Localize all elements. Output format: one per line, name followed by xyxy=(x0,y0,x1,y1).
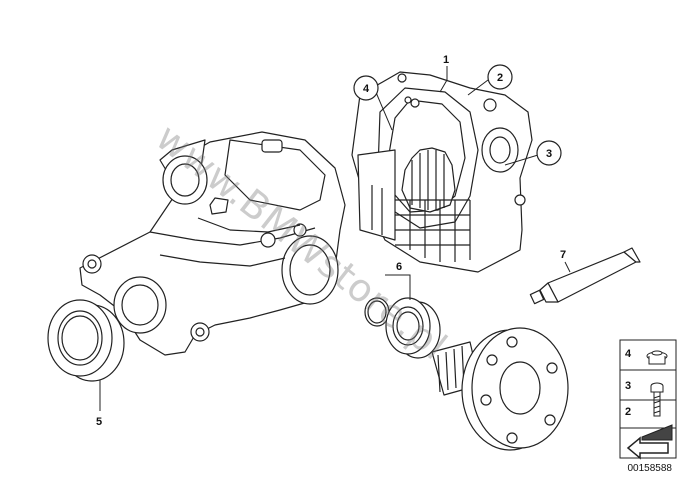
legend-label-4: 4 xyxy=(625,348,632,360)
callout-6: 6 xyxy=(396,261,402,273)
leader-lines xyxy=(99,66,571,411)
callout-1: 1 xyxy=(443,54,449,66)
callout-4: 4 xyxy=(353,75,379,101)
catalog-number: 00158588 xyxy=(627,463,673,474)
callout-5: 5 xyxy=(96,416,102,428)
output-flange xyxy=(431,327,569,451)
shaft-seal-5 xyxy=(47,299,125,382)
callout-label-2: 2 xyxy=(497,72,503,84)
callout-label-5: 5 xyxy=(96,416,102,428)
sealant-tube-7 xyxy=(529,247,641,305)
callout-label-3: 3 xyxy=(546,148,552,160)
bolt-icon xyxy=(650,382,664,417)
callout-2: 2 xyxy=(487,64,513,90)
arrow-icon xyxy=(626,424,673,460)
callout-7: 7 xyxy=(560,249,566,261)
legend-label-2: 2 xyxy=(625,406,631,418)
callout-label-7: 7 xyxy=(560,249,566,261)
callout-label-6: 6 xyxy=(396,261,402,273)
plug-icon xyxy=(646,350,668,365)
callout-label-4: 4 xyxy=(363,83,370,95)
rear-cover xyxy=(351,71,533,273)
differential-housing xyxy=(79,131,346,356)
callout-3: 3 xyxy=(536,140,562,166)
callout-label-1: 1 xyxy=(443,54,449,66)
shaft-seal-6 xyxy=(385,297,441,359)
o-ring-6 xyxy=(364,297,390,327)
parts-legend: 4 3 2 xyxy=(619,339,677,460)
legend-label-3: 3 xyxy=(625,380,631,392)
